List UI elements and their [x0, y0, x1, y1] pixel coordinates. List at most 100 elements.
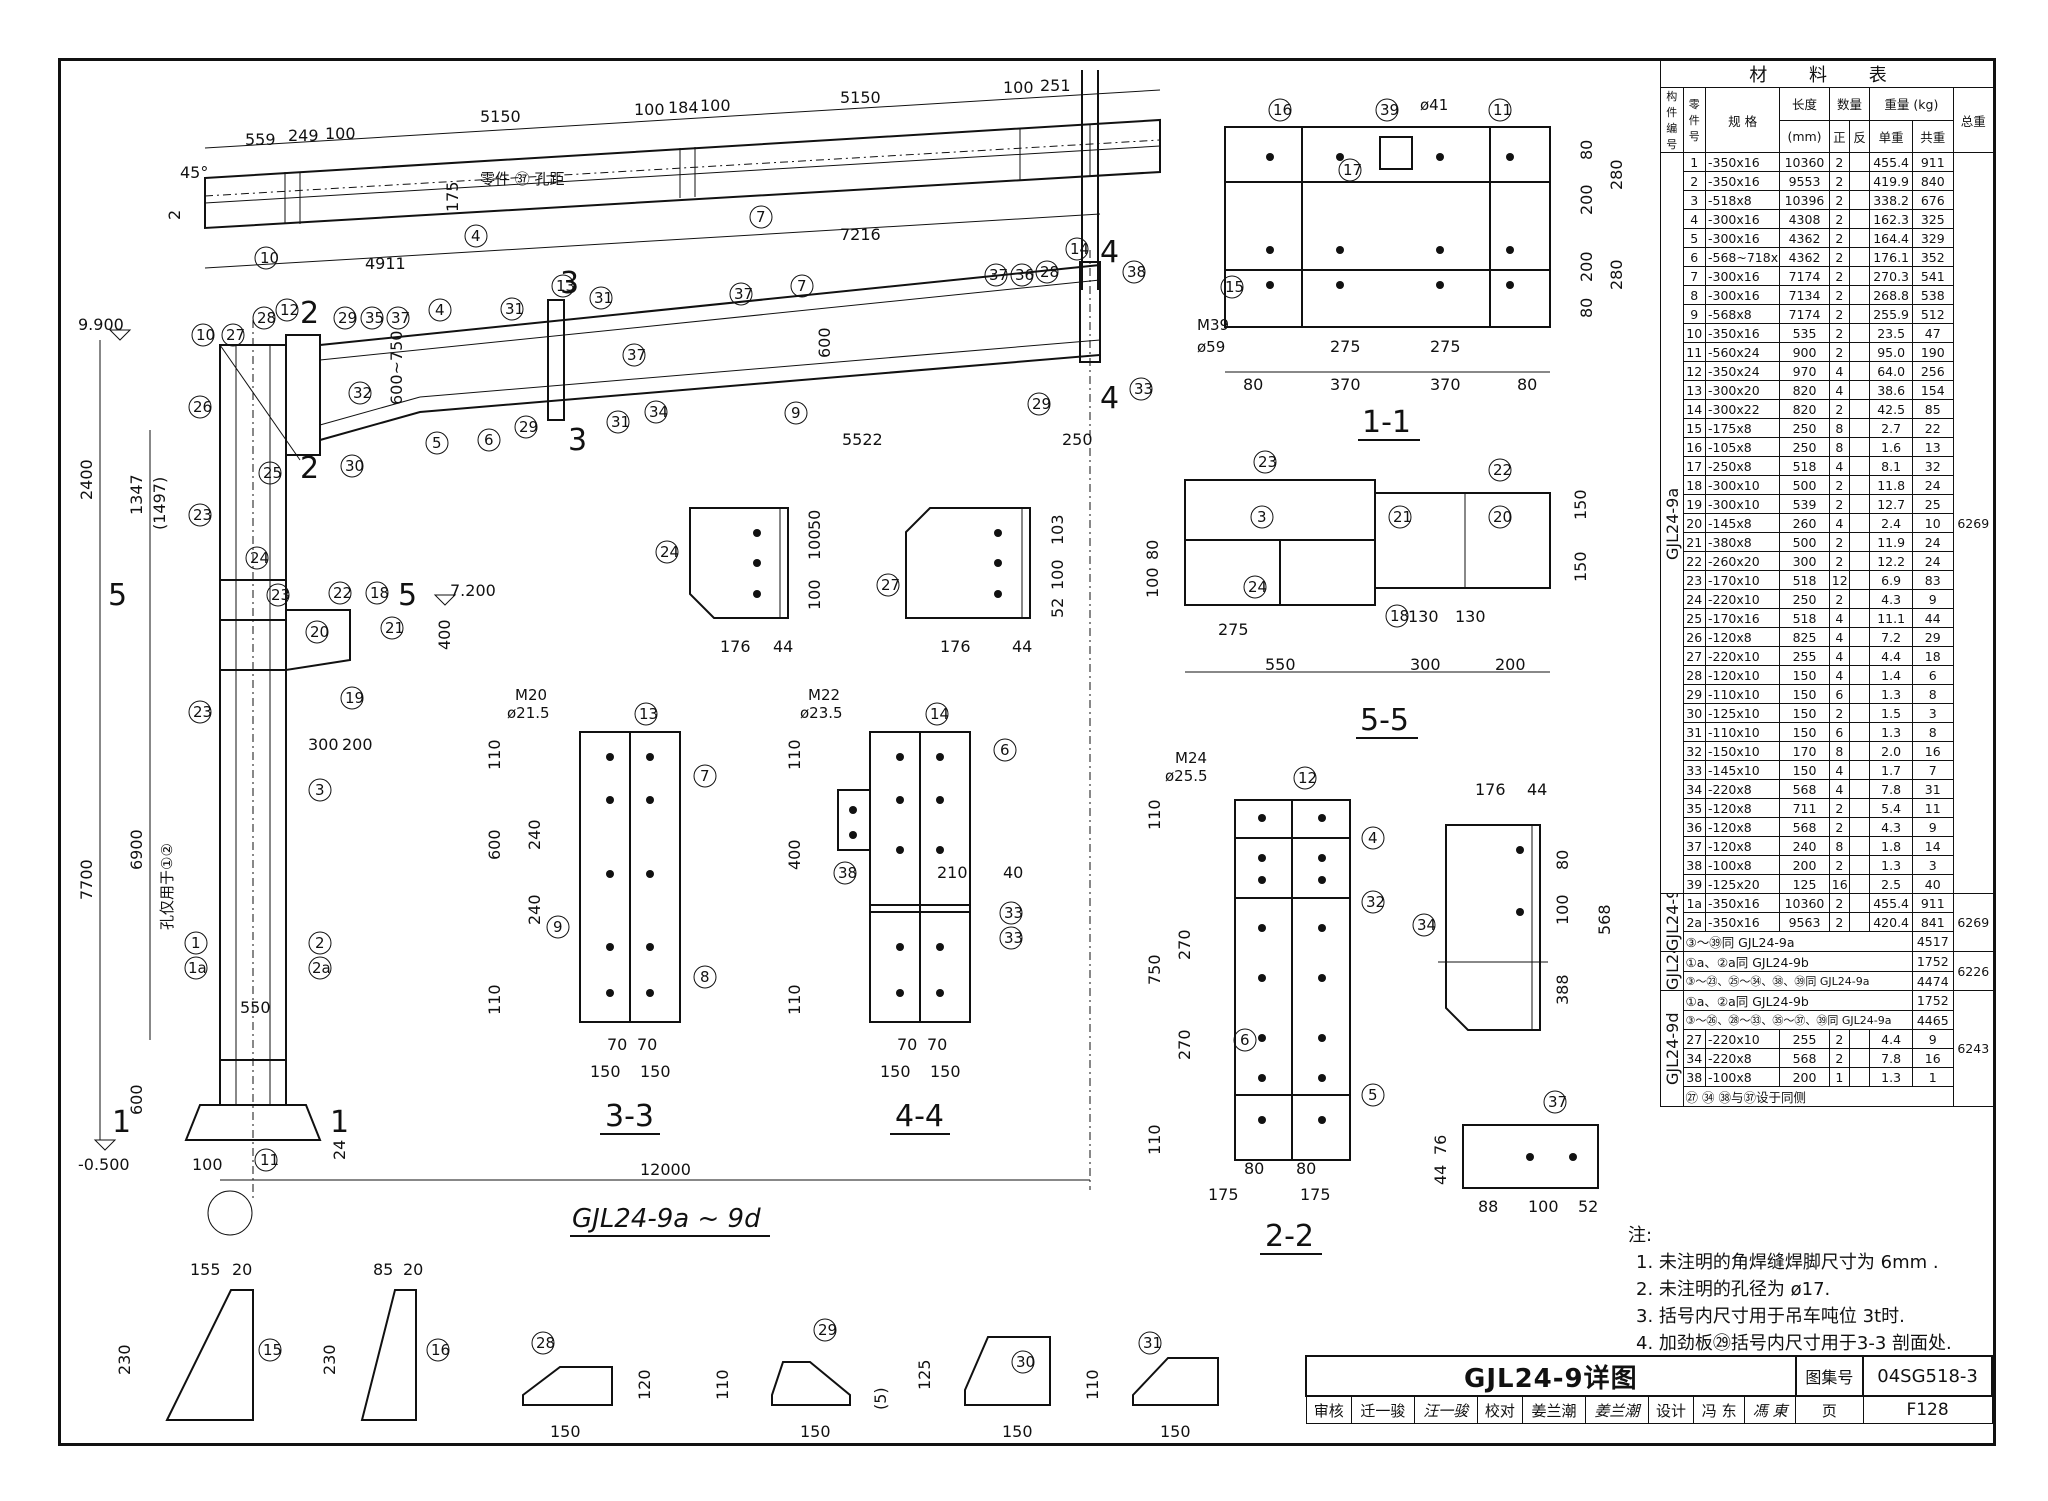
part-no: 6 [1682, 247, 1706, 267]
part-qty: 1 [1828, 1067, 1851, 1087]
part-qty-neg [1848, 247, 1871, 267]
part-qty: 2 [1828, 798, 1851, 818]
part-length: 900 [1779, 342, 1830, 362]
part-no: 5 [1682, 228, 1706, 248]
part-qty-neg [1848, 494, 1871, 514]
svg-text:12: 12 [280, 301, 299, 319]
part-total-weight: 16 [1912, 1048, 1954, 1068]
part-total-weight: 85 [1912, 399, 1954, 419]
part-length: 200 [1779, 855, 1830, 875]
part-length: 568 [1779, 817, 1830, 837]
svg-text:24: 24 [250, 549, 269, 567]
beam-plan-view: 559 249 100 5150 100 184 100 5150 100 25… [165, 70, 1161, 290]
s4-150b: 150 [930, 1062, 961, 1081]
svg-text:37: 37 [391, 309, 410, 327]
elev-minus500: -0.500 [78, 1155, 130, 1174]
note-2: 2. 未注明的孔径为 ø17. [1636, 1279, 1831, 1300]
part-qty: 4 [1828, 456, 1851, 476]
part-unit-weight: 164.4 [1869, 228, 1913, 248]
atlas-no: 04SG518-3 [1862, 1355, 1993, 1397]
part-no: 17 [1682, 456, 1706, 476]
svg-text:26: 26 [193, 398, 212, 416]
svg-text:16: 16 [431, 1341, 450, 1359]
svg-text:15: 15 [1225, 278, 1244, 296]
dim-600b: 600 [815, 327, 834, 358]
part-no: 27 [1682, 646, 1706, 666]
dim-1-80c: 80 [1577, 140, 1596, 160]
part-total-weight: 7 [1912, 760, 1954, 780]
svg-text:7: 7 [797, 277, 807, 295]
part-no: 1a [1682, 893, 1706, 913]
part-qty: 6 [1828, 684, 1851, 704]
part-no: 38 [1682, 1067, 1706, 1087]
s3-150a: 150 [590, 1062, 621, 1081]
section-mark-5-right: 5 [398, 578, 417, 613]
part-no: 3 [1682, 190, 1706, 210]
svg-text:3: 3 [1257, 508, 1267, 526]
part-length: 568 [1779, 779, 1830, 799]
dim-1-275b: 275 [1430, 337, 1461, 356]
part-qty-neg [1848, 684, 1871, 704]
section-mark-2-bot: 2 [300, 451, 319, 486]
dim-559: 559 [245, 130, 276, 149]
part-total-weight: 9 [1912, 1029, 1954, 1049]
part-spec: -300x16 [1704, 209, 1781, 229]
part-total-weight: 325 [1912, 209, 1954, 229]
dim-1-80b: 80 [1517, 375, 1537, 394]
svg-text:37: 37 [1548, 1093, 1567, 1111]
part-qty: 2 [1828, 285, 1851, 305]
part-spec: -175x8 [1704, 418, 1781, 438]
dim-5-300: 300 [1410, 655, 1441, 674]
part-qty: 4 [1828, 380, 1851, 400]
material-table-title: 材 料 表 [1660, 60, 1994, 88]
part-unit-weight: 2.7 [1869, 418, 1913, 438]
part-total-weight: 24 [1912, 551, 1954, 571]
svg-text:6: 6 [484, 431, 494, 449]
svg-text:12: 12 [1298, 769, 1317, 787]
drawing-border [58, 58, 1996, 1446]
part-length: 518 [1779, 570, 1830, 590]
svg-text:38: 38 [838, 864, 857, 882]
part-no: 34 [1682, 779, 1706, 799]
svg-text:29: 29 [818, 1321, 837, 1339]
s2-175b: 175 [1300, 1185, 1331, 1204]
part-total-weight: 9 [1912, 817, 1954, 837]
part-qty-neg [1848, 266, 1871, 286]
part-total-weight: 8 [1912, 684, 1954, 704]
part-qty-neg [1848, 171, 1871, 191]
dim-600: 600 [127, 1084, 146, 1115]
p34-176: 176 [1475, 780, 1506, 799]
part-qty-neg [1848, 722, 1871, 742]
part-spec: -560x24 [1704, 342, 1781, 362]
part-spec: -170x10 [1704, 570, 1781, 590]
part-no: 22 [1682, 551, 1706, 571]
dim-4911: 4911 [365, 254, 406, 273]
dim-1-370b: 370 [1430, 375, 1461, 394]
svg-text:23: 23 [271, 586, 290, 604]
group-c-note1-weight: 1752 [1912, 951, 1954, 972]
svg-text:21: 21 [1393, 508, 1412, 526]
svg-text:20: 20 [310, 623, 329, 641]
notes-title: 注: [1628, 1225, 1653, 1246]
svg-text:7: 7 [756, 208, 766, 226]
svg-text:6: 6 [1000, 741, 1010, 759]
part-qty-neg [1848, 627, 1871, 647]
dim-7216: 7216 [840, 225, 881, 244]
part-total-weight: 9 [1912, 589, 1954, 609]
dim-1-80a: 80 [1243, 375, 1263, 394]
section-1-1: 16 39 11 17 15 ø41 M39 ø59 80 370 370 80… [1197, 96, 1626, 441]
dim-1-275a: 275 [1330, 337, 1361, 356]
part-length: 250 [1779, 589, 1830, 609]
part-spec: -170x16 [1704, 608, 1781, 628]
part-length: 518 [1779, 608, 1830, 628]
svg-text:11: 11 [1493, 101, 1512, 119]
dim-1347: 1347 [127, 474, 146, 515]
part-qty: 2 [1828, 475, 1851, 495]
part-spec: -350x16 [1704, 152, 1781, 172]
part-total-weight: 29 [1912, 627, 1954, 647]
svg-text:20: 20 [1493, 508, 1512, 526]
